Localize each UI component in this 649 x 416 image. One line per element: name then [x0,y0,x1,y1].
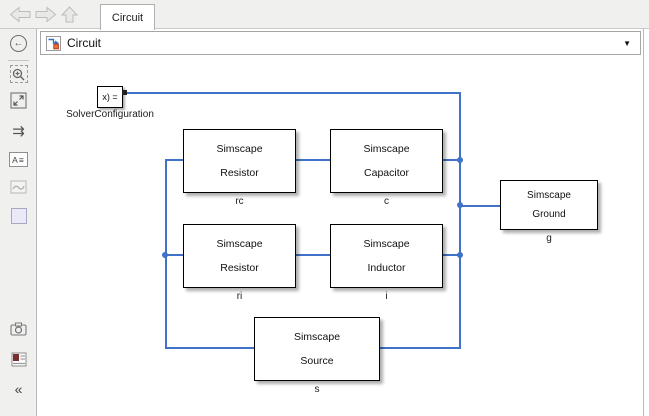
fit-to-view-button[interactable] [0,92,37,114]
double-right-arrow-icon: ⇉ [12,123,25,140]
block-label-i[interactable]: i [385,291,388,302]
solver-display-text: x) = [102,92,118,102]
image-annotation-button[interactable] [0,180,37,199]
annotation-button[interactable]: A≡ [0,152,37,167]
block-g-line1: Simscape [527,189,571,201]
screenshot-button[interactable] [0,322,37,341]
block-rc-line2: Resistor [220,167,259,180]
block-label-rc[interactable]: rc [235,196,244,207]
zoom-in-icon [9,65,28,83]
block-c-line2: Capacitor [364,167,409,180]
window-right-border [643,29,644,416]
wire-rail-to-ground[interactable] [459,205,500,207]
wire-ri-to-i[interactable] [296,254,330,256]
wire-c-to-rail[interactable] [443,159,461,161]
wire-solver-to-rail[interactable] [127,92,461,94]
route-signals-button[interactable]: ⇉ [0,122,37,140]
palette-sidebar: ← [0,29,37,416]
block-rc-line1: Simscape [216,142,263,155]
block-label-ri[interactable]: ri [236,291,243,302]
camera-icon [10,322,27,341]
area-box-icon [10,208,27,224]
block-ri-line2: Resistor [220,262,259,275]
viewers-legend-button[interactable] [0,352,37,372]
image-icon [10,180,27,199]
hide-explorer-button[interactable]: ← [0,35,37,52]
wire-rail-to-source[interactable] [165,347,254,349]
junction-dot [162,252,168,258]
block-c-line1: Simscape [363,142,410,155]
wire-rail-to-rc[interactable] [165,159,183,161]
block-g[interactable]: Simscape Ground [500,180,598,230]
fit-to-view-icon [10,92,27,114]
junction-dot [457,157,463,163]
solver-port [122,90,127,95]
wire-right-rail[interactable] [459,92,461,349]
document-tab-bar: Circuit [0,0,649,30]
junction-dot [457,252,463,258]
up-nav-icon[interactable] [60,6,79,23]
back-nav-icon[interactable] [9,6,32,23]
block-ri-line1: Simscape [216,237,263,250]
wire-rail-to-ri[interactable] [165,254,183,256]
model-legend-icon [11,352,27,372]
block-label-s[interactable]: s [314,384,320,395]
block-label-g[interactable]: g [546,233,552,244]
block-s[interactable]: Simscape Source [254,317,380,381]
block-i-line1: Simscape [363,237,410,250]
block-rc[interactable]: Simscape Resistor [183,129,296,193]
collapse-chevrons-icon: « [14,381,23,397]
tab-circuit-label: Circuit [111,11,144,24]
block-c[interactable]: Simscape Capacitor [330,129,443,193]
collapse-palette-button[interactable]: « [0,381,37,397]
block-label-solverconfiguration[interactable]: SolverConfiguration [66,109,154,120]
wire-i-to-rail[interactable] [443,254,461,256]
breadcrumb-bar: Circuit ▼ [40,31,641,55]
tab-circuit[interactable]: Circuit [100,4,155,30]
wire-source-to-rail[interactable] [380,347,461,349]
block-i-line2: Inductor [367,262,406,275]
area-annotation-button[interactable] [0,208,37,224]
block-ri[interactable]: Simscape Resistor [183,224,296,288]
junction-dot [457,202,463,208]
block-s-line1: Simscape [293,330,341,343]
block-label-c[interactable]: c [384,196,389,207]
annotation-icon: A≡ [9,152,28,167]
forward-nav-icon[interactable] [34,6,57,23]
block-solver-configuration[interactable]: x) = [97,86,123,108]
breadcrumb-dropdown-button[interactable]: ▼ [623,38,631,48]
circle-back-icon: ← [10,35,27,52]
block-g-line2: Ground [532,209,566,221]
wire-rc-to-c[interactable] [296,159,330,161]
palette-separator [8,60,29,61]
block-i[interactable]: Simscape Inductor [330,224,443,288]
block-s-line2: Source [300,355,334,368]
zoom-button[interactable] [0,65,37,83]
simulink-model-icon [46,35,61,51]
breadcrumb-model-name[interactable]: Circuit [67,36,102,50]
